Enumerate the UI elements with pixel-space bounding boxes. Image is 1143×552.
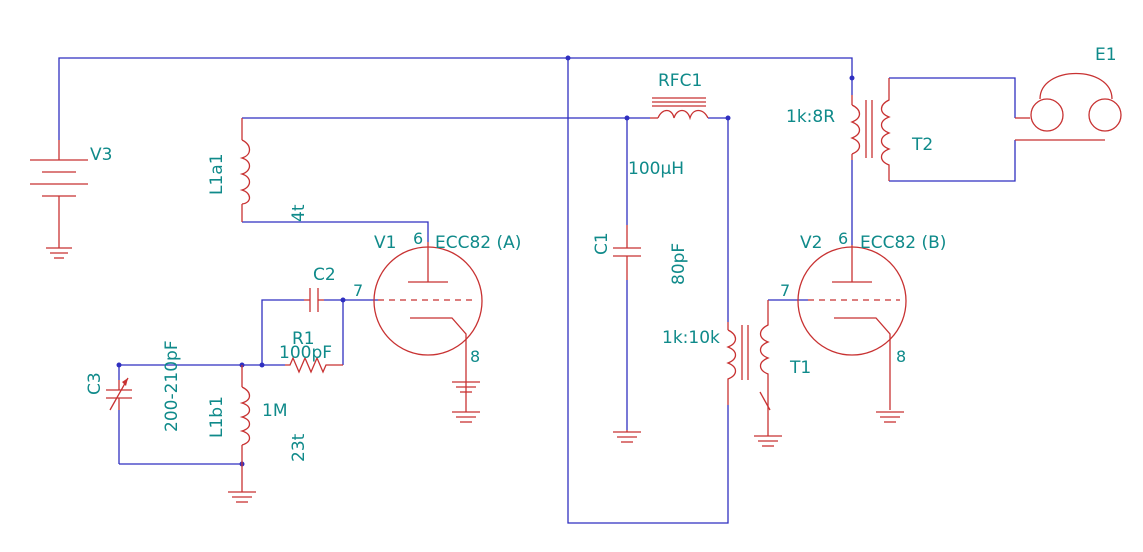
pin-v1-plate: 6 [413, 229, 423, 248]
label-1k8r: 1k:8R [786, 107, 835, 127]
label-t1: T1 [789, 358, 811, 378]
label-c1: C1 [592, 232, 612, 255]
label-v3: V3 [90, 145, 112, 165]
label-l1b1: L1b1 [207, 396, 227, 438]
pin-v2-grid: 7 [780, 281, 790, 300]
inductor-l1b1 [228, 365, 256, 503]
label-c2: C2 [313, 265, 336, 285]
label-23t: 23t [289, 433, 309, 462]
label-l1a1: L1a1 [207, 153, 227, 195]
transformer-t2 [850, 78, 891, 181]
label-80pf: 80pF [669, 243, 689, 285]
label-100pf: 100pF [279, 343, 332, 363]
label-1k10k: 1k:10k [662, 328, 720, 348]
label-ecc82-b: ECC82 (B) [860, 233, 946, 253]
label-c3: C3 [85, 372, 105, 395]
label-4t: 4t [289, 204, 309, 222]
label-v1: V1 [374, 233, 396, 253]
triode-v1 [373, 242, 483, 423]
transformer-t1 [726, 300, 782, 447]
label-rfc1: RFC1 [658, 71, 702, 91]
triode-v2 [797, 245, 907, 423]
label-200-210pf: 200-210pF [162, 340, 182, 432]
label-r1: R1 [292, 329, 315, 349]
resistor-r1 [285, 356, 343, 374]
pin-v1-cathode: 8 [470, 347, 480, 366]
pin-v2-plate: 6 [838, 229, 848, 248]
label-100uh: 100µH [628, 159, 684, 179]
pin-v2-cathode: 8 [896, 347, 906, 366]
pin-v1-grid: 7 [353, 281, 363, 300]
headphones-e1 [1015, 72, 1122, 141]
choke-rfc1 [650, 97, 709, 121]
capacitor-c3 [106, 377, 132, 411]
label-e1: E1 [1095, 45, 1117, 65]
inductor-l1a1 [239, 118, 251, 222]
label-t2: T2 [911, 135, 933, 155]
label-1m: 1M [262, 401, 287, 421]
battery-v3 [30, 140, 88, 259]
capacitor-c2 [304, 288, 324, 312]
label-ecc82-a: ECC82 (A) [435, 233, 521, 253]
label-v2: V2 [800, 233, 822, 253]
capacitor-c1 [613, 225, 641, 443]
pin-labels: 6 7 8 6 7 8 [353, 229, 906, 366]
component-labels: E1 V3 L1a1 4t RFC1 100µH C1 80pF 1k:8R T… [85, 45, 1117, 462]
junctions [116, 55, 855, 467]
